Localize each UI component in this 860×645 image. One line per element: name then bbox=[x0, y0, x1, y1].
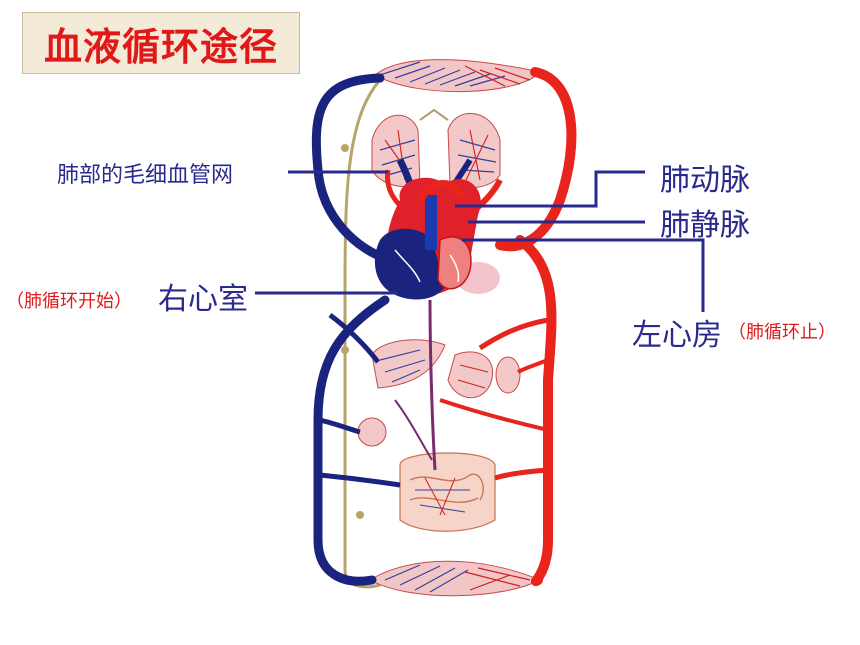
label-pulmonary-vein: 肺静脉 bbox=[660, 208, 750, 243]
upper-body-capillaries bbox=[374, 59, 541, 93]
systemic-artery bbox=[495, 67, 577, 587]
leader-left-atrium bbox=[462, 238, 705, 312]
label-lung-capillaries: 肺部的毛细血管网 bbox=[57, 163, 234, 188]
label-left-atrium: 左心房 bbox=[632, 318, 722, 353]
label-pulmonary-end: （肺循环止） bbox=[728, 322, 836, 343]
label-pulmonary-artery: 肺动脉 bbox=[660, 163, 750, 198]
label-pulmonary-start: （肺循环开始） bbox=[6, 291, 132, 312]
label-right-ventricle: 右心室 bbox=[158, 282, 248, 317]
systemic-vein bbox=[311, 73, 390, 586]
lower-body-capillaries bbox=[369, 560, 542, 597]
lungs bbox=[371, 108, 501, 189]
leader-lines bbox=[255, 170, 705, 312]
page-title: 血液循环途径 bbox=[43, 24, 278, 69]
abdominal-organs bbox=[357, 339, 521, 532]
title-box: 血液循环途径 bbox=[22, 12, 300, 74]
leader-pulmonary-artery bbox=[455, 170, 645, 208]
